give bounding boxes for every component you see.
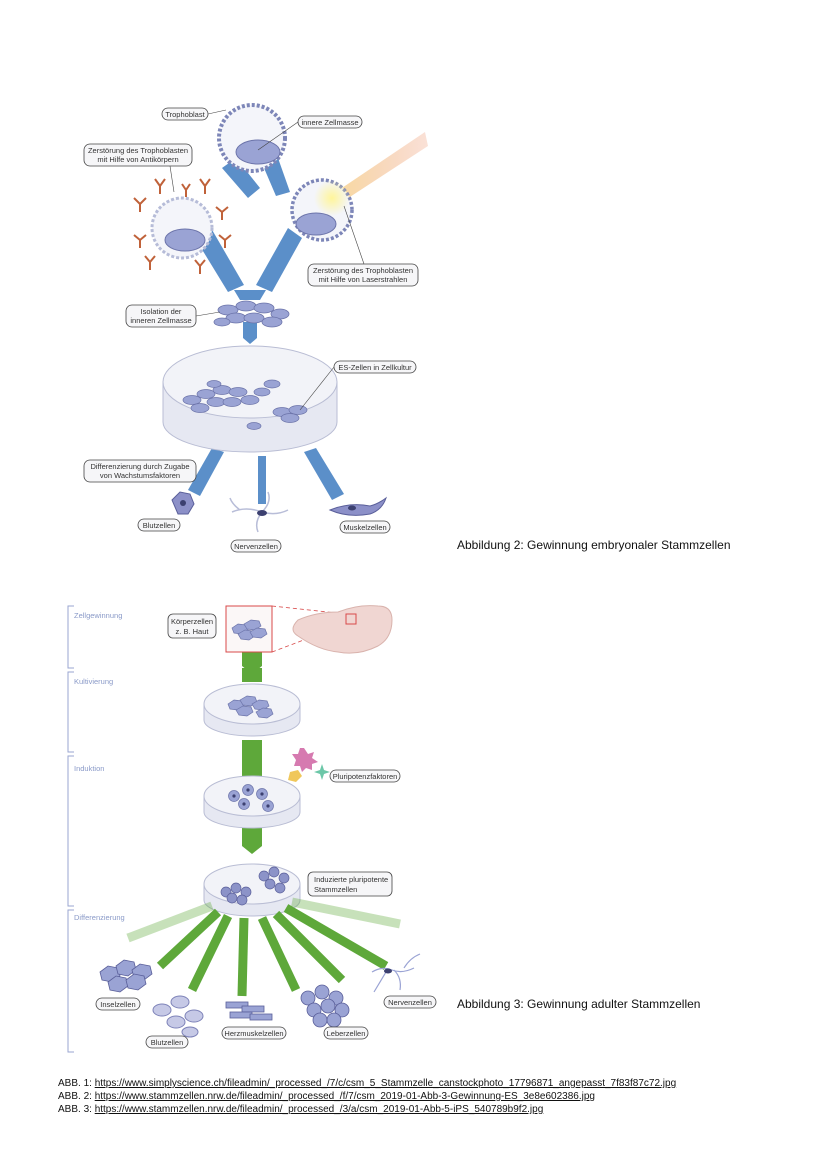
label-islet-cells: Inselzellen xyxy=(100,1000,135,1009)
stage-induction: Induktion xyxy=(74,764,104,773)
blastocyst-laser xyxy=(290,132,428,242)
dish-cultivation xyxy=(203,683,301,737)
dish-induction xyxy=(203,775,301,829)
label-muscle-cells: Muskelzellen xyxy=(343,523,386,532)
petri-dish-es-cells xyxy=(162,345,338,453)
blood-cell-shape xyxy=(171,491,195,515)
blastocyst-top xyxy=(217,103,287,173)
label-destroy-antibodies-1: Zerstörung des Trophoblasten xyxy=(88,146,188,155)
liver-cells-shape xyxy=(300,984,350,1028)
nerve-cell-shape xyxy=(229,491,289,533)
blastocyst-antibodies xyxy=(133,178,232,274)
label-body-cells-2: z. B. Haut xyxy=(176,627,210,636)
label-trophoblast: Trophoblast xyxy=(165,110,205,119)
label-isolation-1: Isolation der xyxy=(141,307,182,316)
caption-figure-2: Abbildung 2: Gewinnung embryonaler Stamm… xyxy=(457,538,731,552)
label-differentiation-2: von Wachstumsfaktoren xyxy=(100,471,180,480)
reference-3-link[interactable]: https://www.stammzellen.nrw.de/fileadmin… xyxy=(94,1104,544,1115)
blood-cells-shape xyxy=(152,995,204,1038)
dish-ips-cells xyxy=(203,863,301,917)
label-pluripotency-factors: Pluripotenzfaktoren xyxy=(333,772,398,781)
label-liver-cells: Leberzellen xyxy=(327,1029,366,1038)
references-list: ABB. 1: https://www.simplyscience.ch/fil… xyxy=(58,1077,676,1116)
label-induced-1: Induzierte pluripotente xyxy=(314,875,388,884)
figure-embryonic-stem-cells: Trophoblast innere Zellmasse Zerstörung … xyxy=(83,103,428,553)
label-nerve-cells-adult: Nervenzellen xyxy=(388,998,432,1007)
reference-2: ABB. 2: https://www.stammzellen.nrw.de/f… xyxy=(58,1091,595,1102)
reference-1: ABB. 1: https://www.simplyscience.ch/fil… xyxy=(58,1078,677,1089)
skin-sample xyxy=(225,605,347,653)
label-nerve-cells: Nervenzellen xyxy=(234,542,278,551)
reference-3: ABB. 3: https://www.stammzellen.nrw.de/f… xyxy=(58,1104,544,1115)
label-blood-cells-adult: Blutzellen xyxy=(151,1038,184,1047)
stage-cultivation: Kultivierung xyxy=(74,677,113,686)
stage-differentiation: Differenzierung xyxy=(74,913,125,922)
heart-muscle-cells-shape xyxy=(225,1001,273,1021)
label-destroy-antibodies-2: mit Hilfe von Antikörpern xyxy=(97,155,178,164)
label-differentiation-1: Differenzierung durch Zugabe xyxy=(90,462,189,471)
label-es-cells: ES-Zellen in Zellkultur xyxy=(338,363,412,372)
label-blood-cells: Blutzellen xyxy=(143,521,176,530)
label-induced-2: Stammzellen xyxy=(314,885,357,894)
green-differentiation-fan xyxy=(126,897,401,997)
pluripotency-factors-shapes xyxy=(288,748,330,782)
green-process-arrows xyxy=(242,652,262,854)
reference-1-link[interactable]: https://www.simplyscience.ch/fileadmin/_… xyxy=(94,1078,677,1089)
label-destroy-laser-2: mit Hilfe von Laserstrahlen xyxy=(319,275,408,284)
label-body-cells-1: Körperzellen xyxy=(171,617,213,626)
label-destroy-laser-1: Zerstörung des Trophoblasten xyxy=(313,266,413,275)
label-inner-cell-mass: innere Zellmasse xyxy=(301,118,358,127)
stage-bracket xyxy=(67,605,74,1053)
hand-illustration xyxy=(292,605,393,654)
nerve-cells-shape xyxy=(371,953,421,993)
islet-cells-shape xyxy=(99,959,153,993)
reference-2-link[interactable]: https://www.stammzellen.nrw.de/fileadmin… xyxy=(94,1091,595,1102)
stage-cell-acquisition: Zellgewinnung xyxy=(74,611,122,620)
label-isolation-2: inneren Zellmasse xyxy=(130,316,191,325)
caption-figure-3: Abbildung 3: Gewinnung adulter Stammzell… xyxy=(457,997,701,1011)
label-heart-muscle-cells: Herzmuskelzellen xyxy=(224,1029,283,1038)
isolated-cell-mass xyxy=(213,300,290,328)
muscle-cell-shape xyxy=(328,496,387,516)
